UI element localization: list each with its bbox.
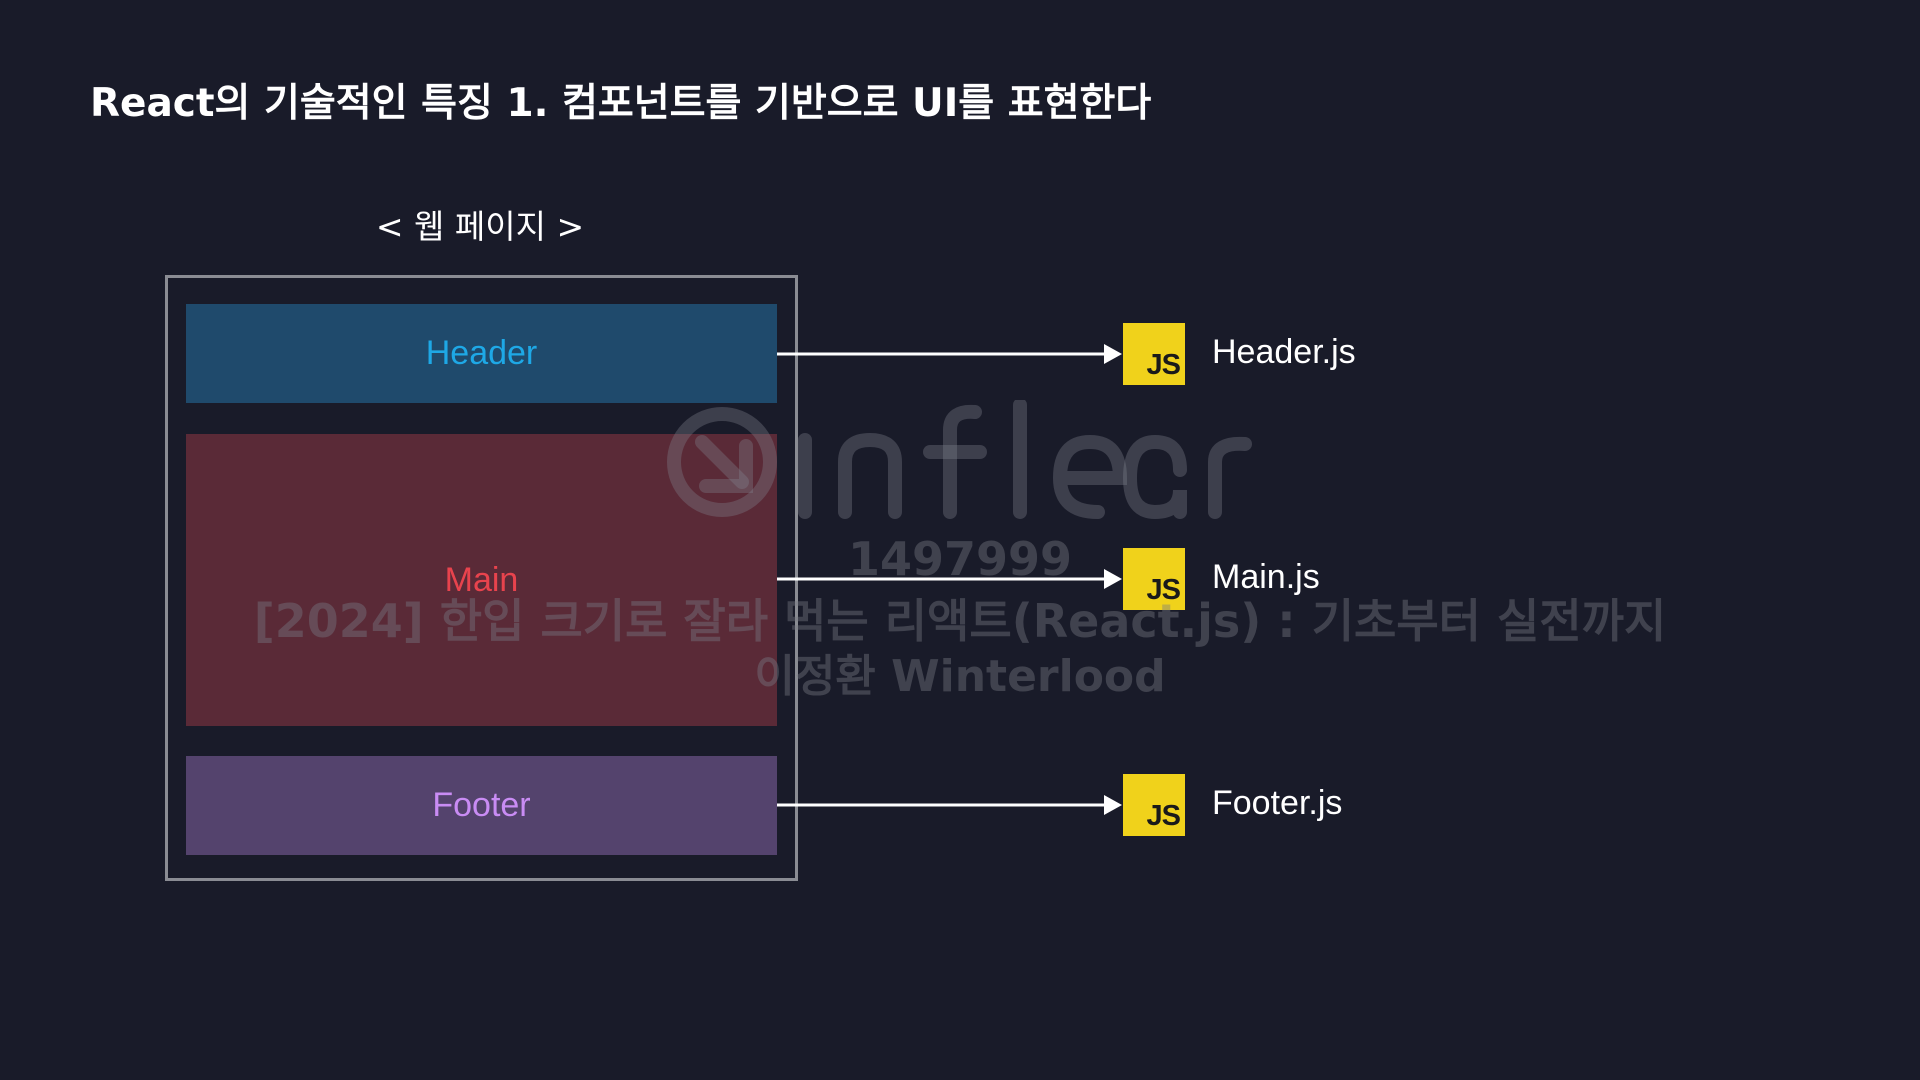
- main-section-label: Main: [444, 560, 519, 599]
- main-file-label: Main.js: [1212, 558, 1320, 596]
- header-arrow: [777, 344, 1122, 364]
- js-icon-text: JS: [1146, 349, 1181, 381]
- webpage-caption: < 웹 페이지 >: [375, 207, 585, 246]
- footer-section: Footer: [186, 756, 777, 855]
- footer-file-label: Footer.js: [1212, 784, 1343, 822]
- slide-title: React의 기술적인 특징 1. 컴포넌트를 기반으로 UI를 표현한다: [90, 81, 1152, 126]
- js-icon-text: JS: [1146, 574, 1181, 606]
- js-icon: JS: [1123, 774, 1185, 836]
- header-section: Header: [186, 304, 777, 403]
- header-section-label: Header: [425, 334, 538, 372]
- main-arrow: [777, 569, 1122, 589]
- js-icon-text: JS: [1146, 800, 1181, 832]
- js-icon: JS: [1123, 548, 1185, 610]
- footer-arrow: [777, 795, 1122, 815]
- footer-section-label: Footer: [432, 786, 531, 824]
- main-section: Main: [186, 434, 777, 726]
- header-file-label: Header.js: [1212, 333, 1356, 371]
- js-icon: JS: [1123, 323, 1185, 385]
